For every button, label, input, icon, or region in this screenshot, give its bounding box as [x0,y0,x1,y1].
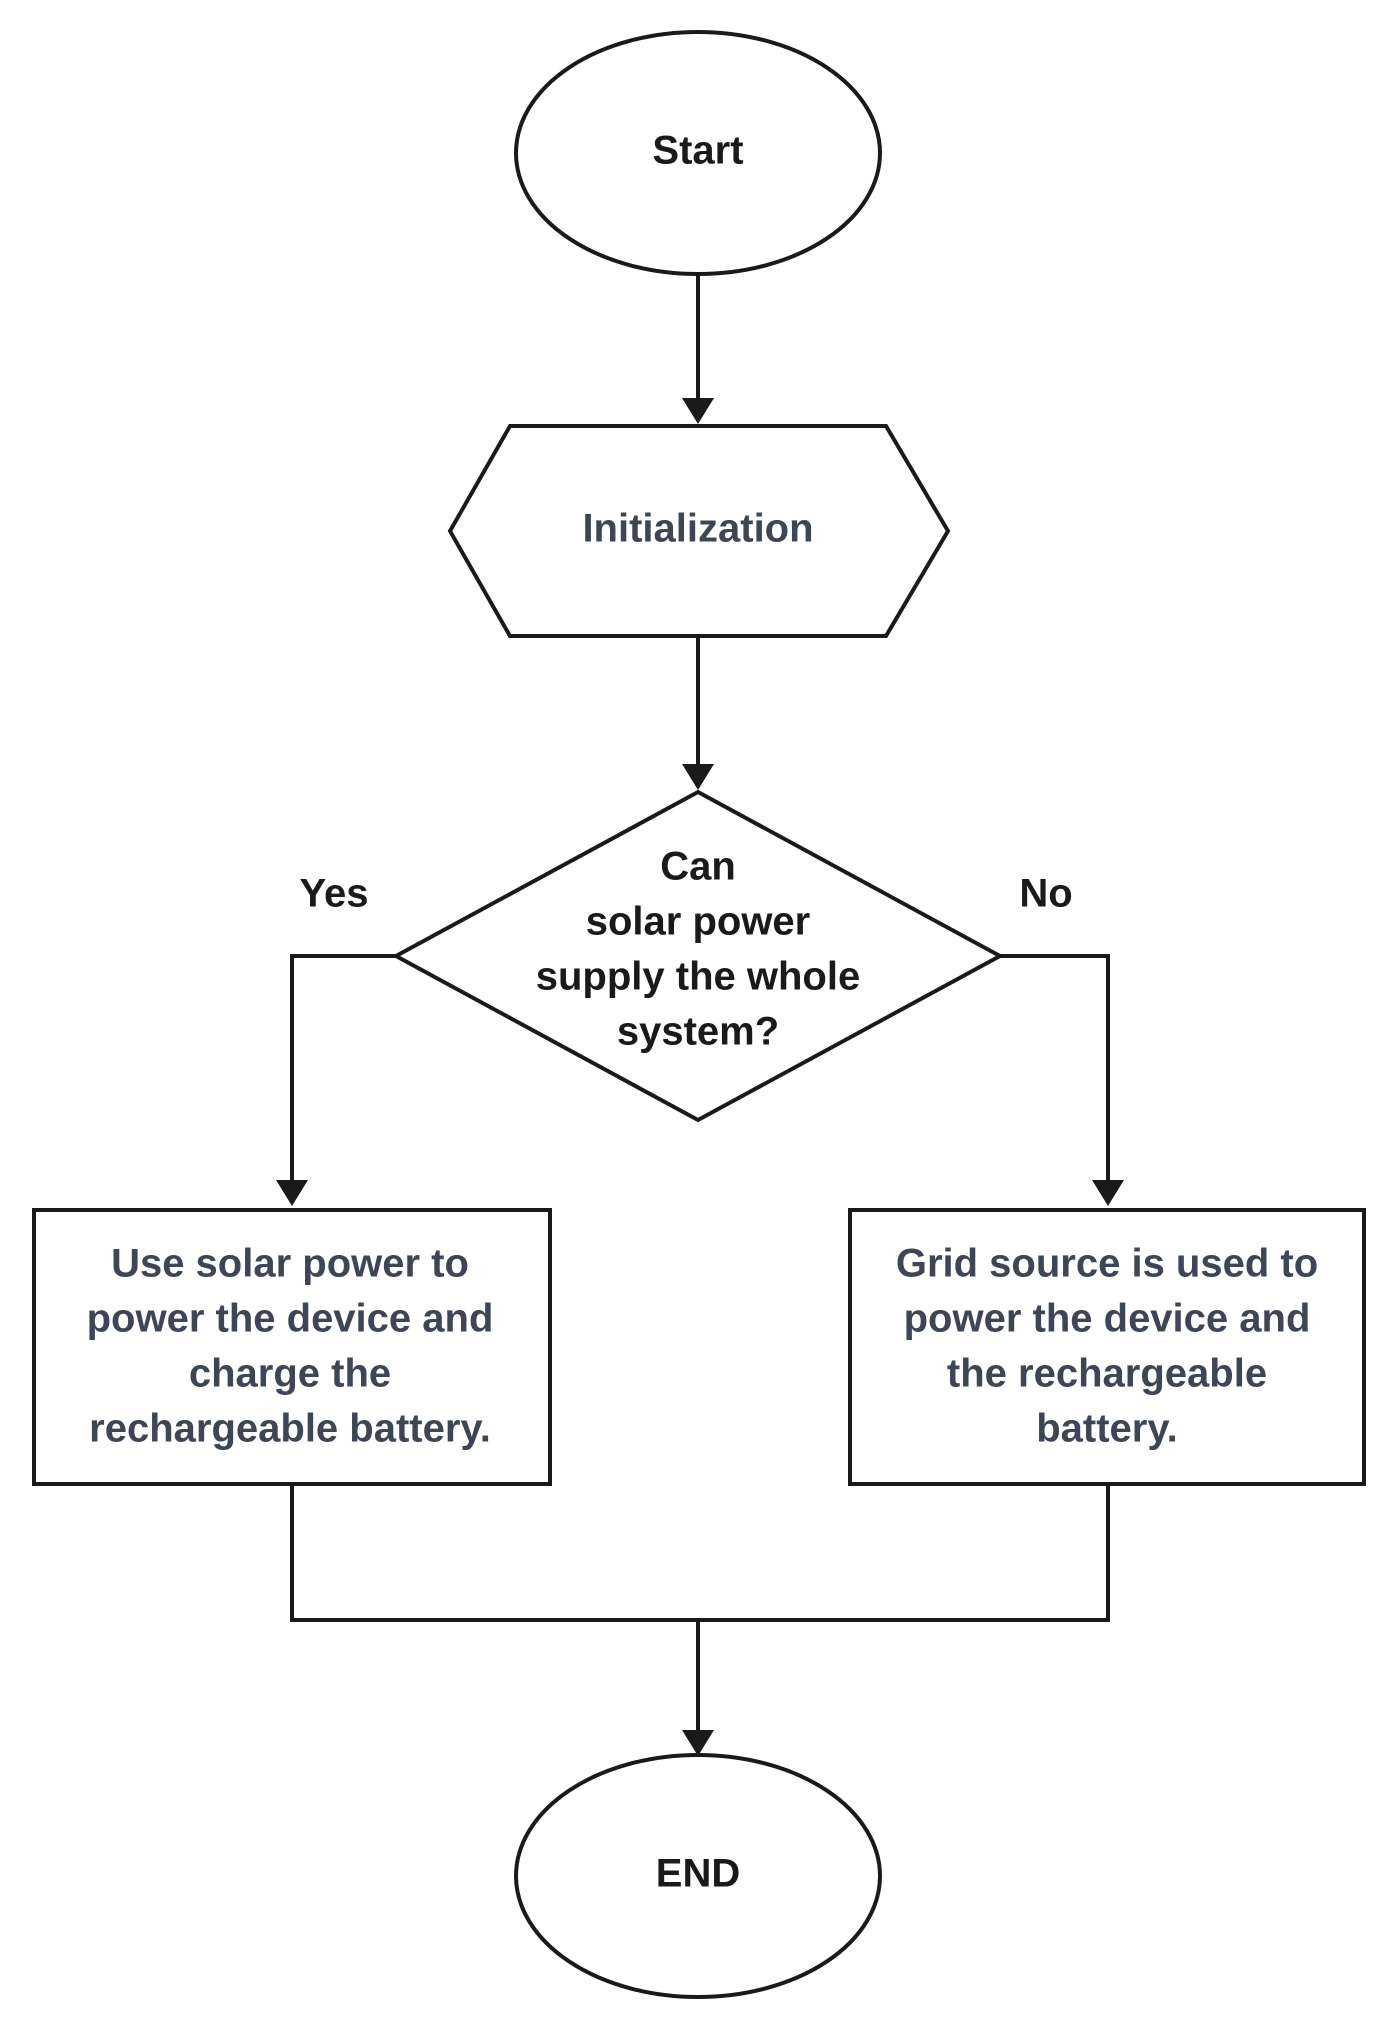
decision-line: Can [660,845,736,889]
solar-power-process: Use solar power to power the device and … [32,1208,552,1486]
process-line: Grid source is used to [896,1242,1318,1286]
process-line: the rechargeable [947,1352,1267,1396]
process-line: battery. [1036,1407,1178,1451]
arrowhead-decision [682,764,714,790]
decision-line: system? [617,1010,779,1054]
end-label: END [656,1852,740,1896]
process-line: power the device and [87,1297,494,1341]
edge-decision-no [1000,954,1110,1186]
end-terminator: END [514,1753,882,1999]
connectors [276,276,1124,1756]
initialization-label: Initialization [582,507,813,551]
decision-node: Can solar power supply the whole system? [391,789,1005,1123]
grid-source-process: Grid source is used to power the device … [848,1208,1366,1486]
edge-decision-yes [290,954,396,1186]
arrowhead-init [682,398,714,424]
yes-branch-label: Yes [300,872,369,916]
initialization-step: Initialization [447,424,951,638]
process-line: Use solar power to [111,1242,469,1286]
start-terminator: Start [514,30,882,276]
arrowhead-no-process [1092,1180,1124,1206]
no-branch-label: No [1019,872,1072,916]
edge-merge [290,1486,1110,1622]
arrowhead-end [682,1730,714,1756]
process-line: charge the [189,1352,391,1396]
decision-line: solar power [586,900,811,944]
process-line: power the device and [904,1297,1311,1341]
start-label: Start [652,129,743,173]
process-line: rechargeable battery. [89,1407,491,1451]
arrowhead-yes-process [276,1180,308,1206]
decision-line: supply the whole [536,955,860,999]
